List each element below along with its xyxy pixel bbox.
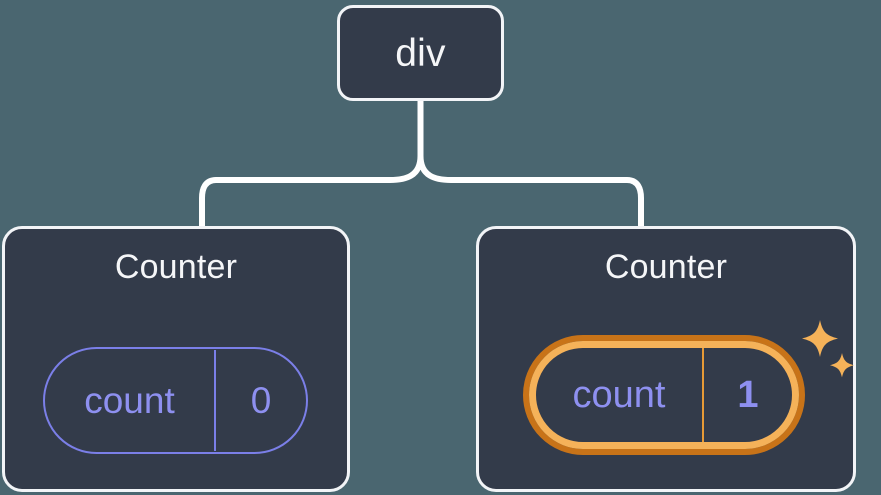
state-pill-left-wrap: count 0 — [43, 347, 308, 454]
state-pill-left[interactable]: count 0 — [43, 347, 308, 454]
state-name-left: count — [84, 380, 175, 421]
sparkle-group — [802, 320, 854, 378]
node-counter-left[interactable]: Counter count 0 — [2, 226, 350, 492]
state-value-right: 1 — [737, 374, 759, 416]
state-pill-right-wrap: count 1 — [523, 335, 805, 455]
node-div[interactable]: div — [337, 5, 504, 101]
node-counter-left-title: Counter — [114, 248, 238, 286]
node-counter-right-title: Counter — [604, 248, 728, 286]
state-pill-right-highlight-ring: count 1 — [529, 341, 799, 449]
sparkle-icon-large — [802, 320, 838, 357]
state-pill-divider-left — [214, 350, 216, 451]
node-div-title: div — [395, 31, 446, 75]
sparkle-icon-small — [830, 353, 854, 378]
node-counter-right[interactable]: Counter count 1 — [476, 226, 856, 492]
state-pill-divider-right — [702, 348, 704, 442]
state-name-right: count — [572, 374, 666, 416]
state-value-left: 0 — [250, 380, 272, 421]
edge-root-to-counter-left — [199, 153, 424, 229]
edge-root-to-counter-right — [417, 153, 644, 229]
state-pill-right[interactable]: count 1 — [523, 335, 805, 455]
